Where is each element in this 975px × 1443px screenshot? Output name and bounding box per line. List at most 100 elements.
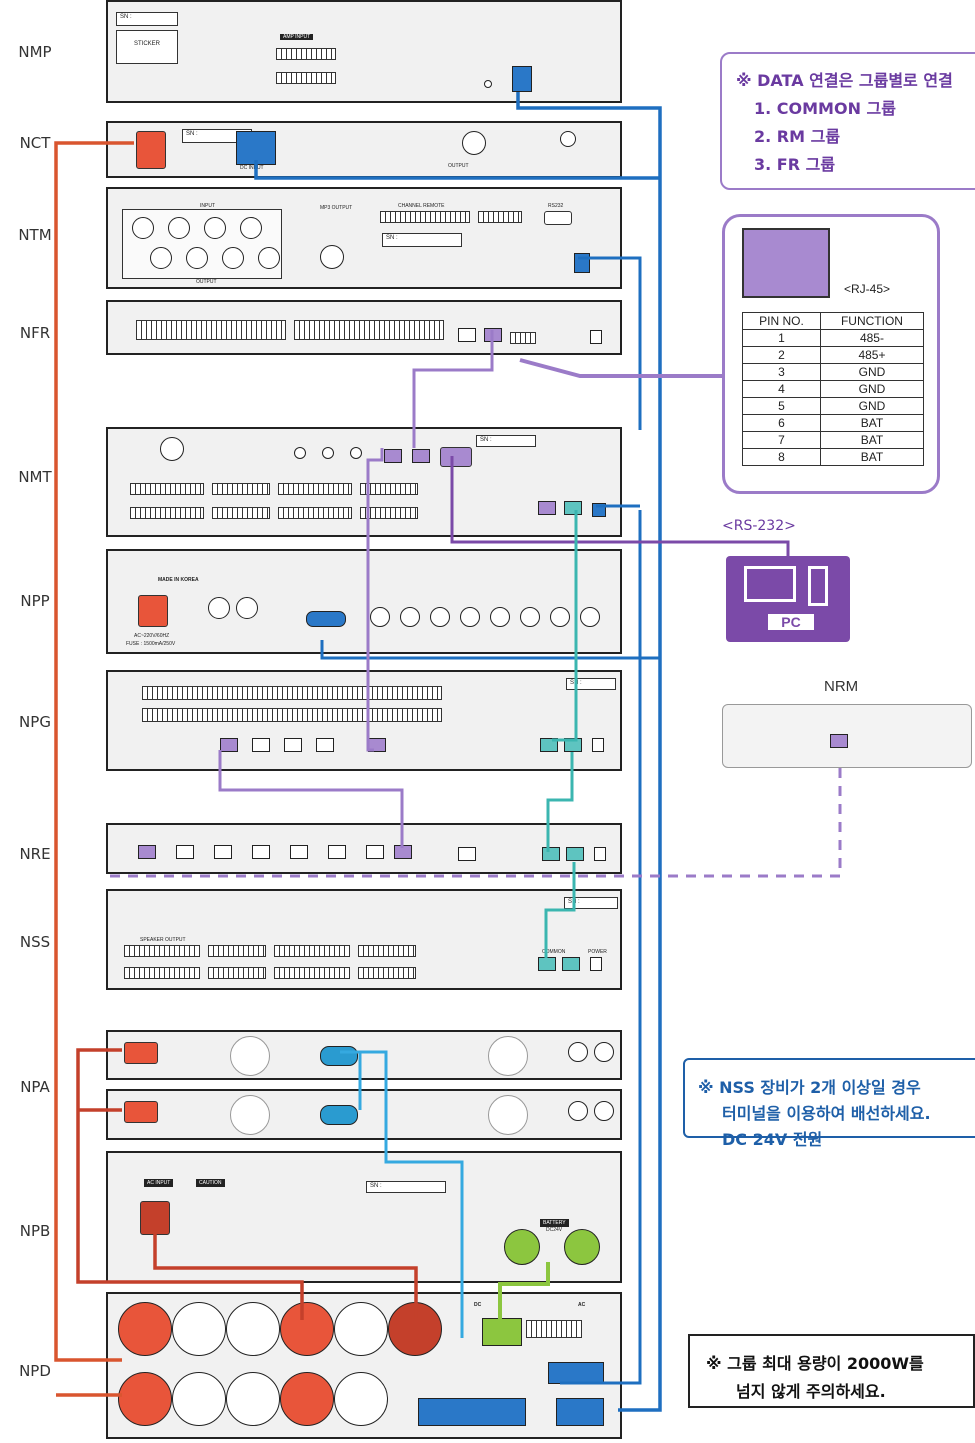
npg-rj45-3 xyxy=(284,738,302,752)
nrm-rj45 xyxy=(830,734,848,748)
npd-outlet-6 xyxy=(388,1302,442,1356)
nre-rj45-3 xyxy=(214,845,232,859)
npp-ac-spec: AC~220V/60HZ xyxy=(134,633,170,639)
npp-xlr-2 xyxy=(236,597,258,619)
label-nmt: NMT xyxy=(18,468,52,486)
rj45-title: <RJ-45> xyxy=(844,282,891,296)
nmp-amp-terminal-1 xyxy=(276,48,336,60)
npa1-xlr-1 xyxy=(568,1042,588,1062)
npd-outlet-4 xyxy=(280,1302,334,1356)
npd-dc-label: DC xyxy=(474,1302,482,1308)
npg-rj45-2 xyxy=(252,738,270,752)
nre-rj45-common-1 xyxy=(542,847,560,861)
nre-rj45-7 xyxy=(366,845,384,859)
nct-dc-input xyxy=(236,131,276,165)
nmt-rj45-common xyxy=(564,501,582,515)
note-group-line1: ※ 그룹 최대 용량이 2000W를 xyxy=(706,1354,924,1373)
nmt-knob-3 xyxy=(350,447,362,459)
nfr-rj45-out xyxy=(458,328,476,342)
nmp-sticker: STICKER xyxy=(116,30,178,64)
npd-outlet-10 xyxy=(280,1372,334,1426)
npp-power-switch[interactable] xyxy=(138,595,168,627)
label-nfr: NFR xyxy=(19,324,51,342)
nmt-term-row1-d xyxy=(360,483,418,495)
nmt-term-row2-c xyxy=(278,507,352,519)
nss-rj45-common-1 xyxy=(538,957,556,971)
label-npa: NPA xyxy=(20,1078,50,1096)
pin-header: PIN NO. xyxy=(742,312,821,330)
npd-outlet-3 xyxy=(226,1302,280,1356)
nfr-rj45-in xyxy=(484,328,502,342)
nmt-knob-1 xyxy=(294,447,306,459)
note-data-line4: 3. FR 그룹 xyxy=(754,155,836,174)
nfr-terminal-left xyxy=(136,320,286,340)
npg-term-top xyxy=(142,686,442,700)
nre-rj45-4 xyxy=(252,845,270,859)
rj45-box xyxy=(722,214,940,494)
npg-rj45-in xyxy=(220,738,238,752)
nmp-reset-button[interactable] xyxy=(484,80,492,88)
device-nre xyxy=(106,823,622,874)
nct-power-switch[interactable] xyxy=(136,131,166,169)
npg-rj45-common-2 xyxy=(564,738,582,752)
npd-outlet-11 xyxy=(334,1372,388,1426)
nss-term-a1 xyxy=(124,945,200,957)
ntm-xlr-2 xyxy=(168,217,190,239)
npd-remote-block xyxy=(548,1362,604,1384)
device-nss: SN : SPEAKER OUTPUT COMMON POWER xyxy=(106,889,622,990)
note-group-line2: 넘지 않게 주의하세요. xyxy=(736,1382,886,1401)
label-nct: NCT xyxy=(19,134,51,152)
nss-power-port xyxy=(590,957,602,971)
nmp-amp-terminal-2 xyxy=(276,72,336,84)
nss-term-b2 xyxy=(208,967,266,979)
nmt-term-row1-b xyxy=(212,483,270,495)
label-nmp: NMP xyxy=(18,43,52,61)
nfr-power-port xyxy=(590,330,602,344)
nre-rj45-5 xyxy=(290,845,308,859)
ntm-rs232-port xyxy=(544,211,572,225)
ntm-xlr-4 xyxy=(240,217,262,239)
device-npg: SN : xyxy=(106,670,622,771)
nss-term-b4 xyxy=(358,967,416,979)
nre-rj45-2 xyxy=(176,845,194,859)
function-header: FUNCTION xyxy=(819,312,925,330)
device-nmt: SN : xyxy=(106,427,622,537)
rs232-label: <RS-232> xyxy=(722,518,796,534)
nct-dc-input-label: DC INPUT xyxy=(240,165,264,171)
ntm-xlr-7 xyxy=(222,247,244,269)
nss-term-a3 xyxy=(274,945,350,957)
npa2-xlr-1 xyxy=(568,1101,588,1121)
nss-sn-field: SN : xyxy=(564,897,618,909)
device-nmp: SN : STICKER AMP INPUT xyxy=(106,0,622,103)
ntm-channel-remote-label: CHANNEL REMOTE xyxy=(398,203,445,209)
note-data-line2: 1. COMMON 그룹 xyxy=(754,99,896,118)
device-npa-2 xyxy=(106,1089,622,1140)
npa1-xlr-2 xyxy=(594,1042,614,1062)
nmt-rj45-1 xyxy=(384,449,402,463)
npp-out-1 xyxy=(370,607,390,627)
ntm-output-label: OUTPUT xyxy=(196,279,217,285)
ntm-xlr-1 xyxy=(132,217,154,239)
npb-ac-inlet xyxy=(140,1201,170,1235)
label-nre: NRE xyxy=(19,845,51,863)
device-npd: DC AC xyxy=(106,1292,622,1439)
npg-sn-field: SN : xyxy=(566,678,616,690)
npg-rj45-common-1 xyxy=(540,738,558,752)
nmt-term-row1-c xyxy=(278,483,352,495)
nmp-power-connector xyxy=(512,66,532,92)
nss-term-a2 xyxy=(208,945,266,957)
npb-sn-field: SN : xyxy=(366,1181,446,1193)
nss-term-b1 xyxy=(124,967,200,979)
nrm-label: NRM xyxy=(824,678,859,695)
npd-dc-output-block-2 xyxy=(556,1398,604,1426)
note-data-line3: 2. RM 그룹 xyxy=(754,127,841,146)
nmt-term-row2-a xyxy=(130,507,204,519)
nre-rj45-link xyxy=(458,847,476,861)
ntm-xlr-3 xyxy=(204,217,226,239)
